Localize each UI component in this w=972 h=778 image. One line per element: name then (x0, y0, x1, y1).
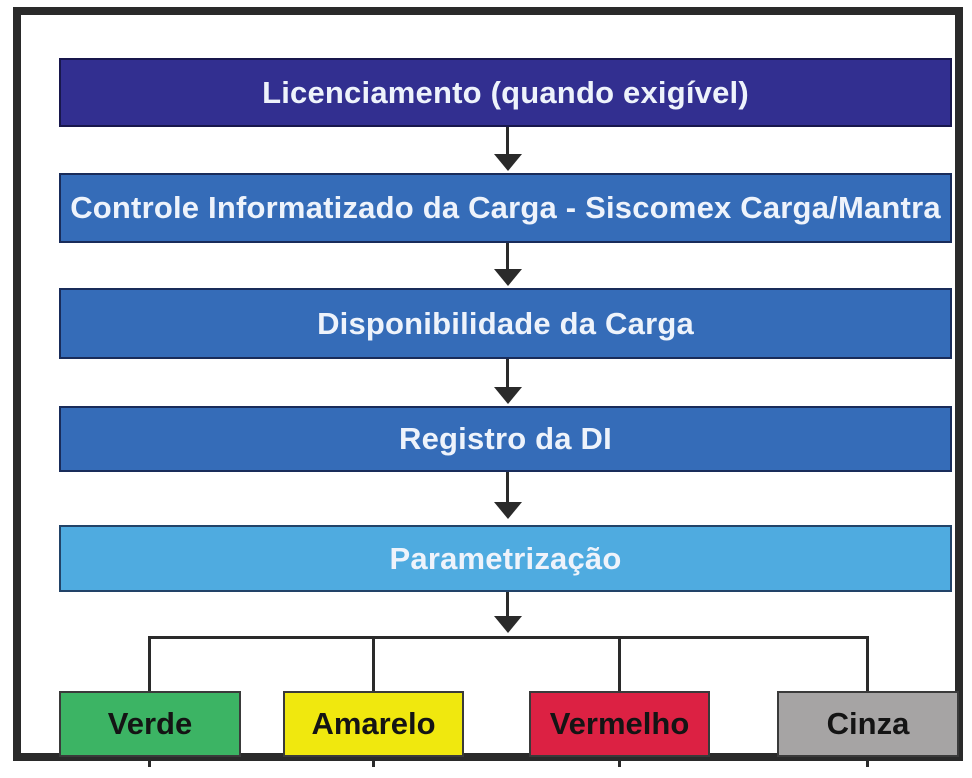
channel-box-vermelho: Vermelho (529, 691, 710, 757)
flow-step-parametrizacao: Parametrização (59, 525, 952, 592)
flow-step-controle-carga: Controle Informatizado da Carga - Siscom… (59, 173, 952, 243)
flow-step-label: Registro da DI (399, 421, 612, 456)
arrow-down-icon (494, 269, 522, 286)
connector-line (506, 472, 509, 503)
arrow-down-icon (494, 387, 522, 404)
diagram-frame: Licenciamento (quando exigível) Controle… (13, 7, 963, 767)
flow-step-disponibilidade: Disponibilidade da Carga (59, 288, 952, 359)
flow-step-registro-di: Registro da DI (59, 406, 952, 472)
channel-label: Amarelo (311, 706, 436, 741)
arrow-down-icon (494, 616, 522, 633)
connector-line (506, 127, 509, 155)
channel-box-cinza: Cinza (777, 691, 959, 757)
connector-line (506, 243, 509, 270)
flow-step-label: Controle Informatizado da Carga - Siscom… (70, 190, 941, 225)
connector-line (506, 592, 509, 617)
flow-step-licenciamento: Licenciamento (quando exigível) (59, 58, 952, 127)
branch-line (149, 636, 869, 639)
channel-label: Vermelho (549, 706, 690, 741)
channel-label: Cinza (826, 706, 910, 741)
connector-line (506, 359, 509, 388)
channel-box-amarelo: Amarelo (283, 691, 464, 757)
channel-label: Verde (107, 706, 193, 741)
channel-box-verde: Verde (59, 691, 241, 757)
flow-step-label: Disponibilidade da Carga (317, 305, 694, 341)
arrow-down-icon (494, 154, 522, 171)
arrow-down-icon (494, 502, 522, 519)
flow-step-label: Parametrização (389, 540, 622, 576)
flow-step-label: Licenciamento (quando exigível) (262, 74, 749, 110)
